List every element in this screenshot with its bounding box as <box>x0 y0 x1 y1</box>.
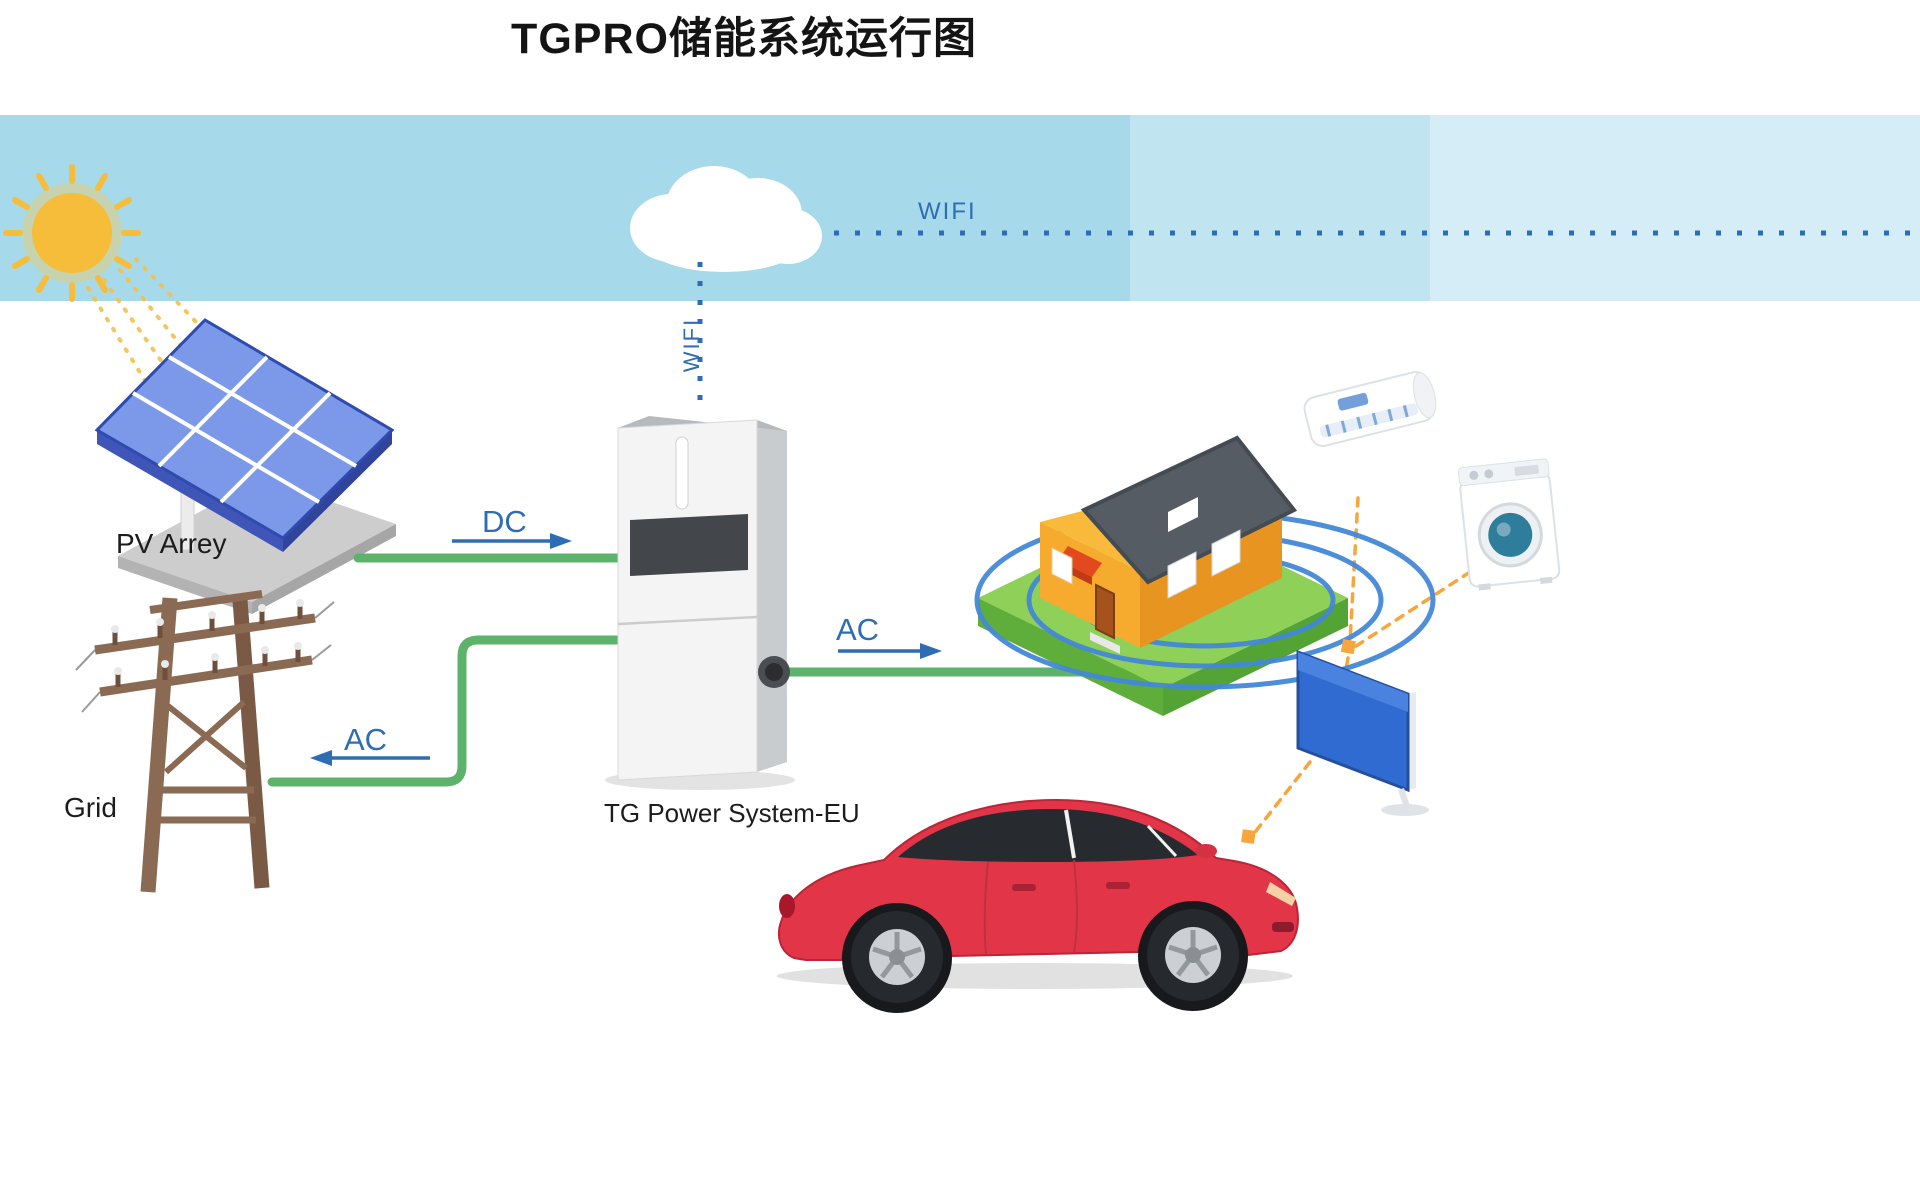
pv-base <box>118 478 396 602</box>
pv-panel-icon <box>94 318 396 614</box>
house-window <box>1211 529 1241 577</box>
dc-flow-label: DC <box>482 504 527 539</box>
door-awning <box>1058 546 1102 577</box>
sky-band <box>0 115 1920 301</box>
house-icon <box>974 435 1436 716</box>
wifi-link-label: WIFI <box>918 198 977 225</box>
house-gable <box>1040 509 1140 572</box>
house-window <box>1051 547 1073 585</box>
ac-arrow-load <box>838 643 942 659</box>
house-right-wall <box>1140 502 1282 648</box>
link-node-house <box>1340 639 1356 655</box>
ac-arrow-grid <box>310 750 430 766</box>
dashed-link-ac-unit <box>1348 496 1360 644</box>
dashed-link-washer <box>1348 570 1472 652</box>
air-conditioner-icon <box>1303 371 1437 447</box>
car-front-wheel <box>1138 901 1248 1011</box>
dashed-links <box>1250 496 1472 838</box>
utility-pole-icon <box>75 590 335 893</box>
wifi-down-label: WIFI <box>679 317 704 373</box>
house-window <box>1167 551 1197 599</box>
ac-grid-flow-label: AC <box>344 722 388 757</box>
link-nodes <box>1241 639 1356 844</box>
tv-icon <box>1296 649 1429 816</box>
dashed-link-car <box>1250 760 1312 838</box>
cloud-icon <box>630 166 822 272</box>
washing-machine-icon <box>1457 458 1561 591</box>
house-step <box>1090 632 1120 654</box>
car-taillight <box>779 894 795 918</box>
roof-window <box>1168 497 1198 532</box>
ac-power-line-grid <box>267 635 645 787</box>
car-mirror <box>1195 844 1217 858</box>
inverter-icon <box>605 416 795 790</box>
inverter-label: TG Power System-EU <box>604 798 860 828</box>
dc-arrow <box>452 533 572 549</box>
link-node-car <box>1241 829 1256 844</box>
pv-array-label: PV Arrey <box>116 528 227 559</box>
ac-load-flow-label: AC <box>836 612 880 647</box>
sun-icon <box>3 164 141 302</box>
grid-label: Grid <box>64 792 117 823</box>
house-door <box>1095 583 1115 640</box>
page-title: TGPRO储能系统运行图 <box>511 15 977 63</box>
car-rear-wheel <box>842 903 952 1013</box>
car-headlight <box>1266 882 1296 906</box>
car-icon <box>777 798 1299 1013</box>
car-windows <box>898 809 1198 862</box>
